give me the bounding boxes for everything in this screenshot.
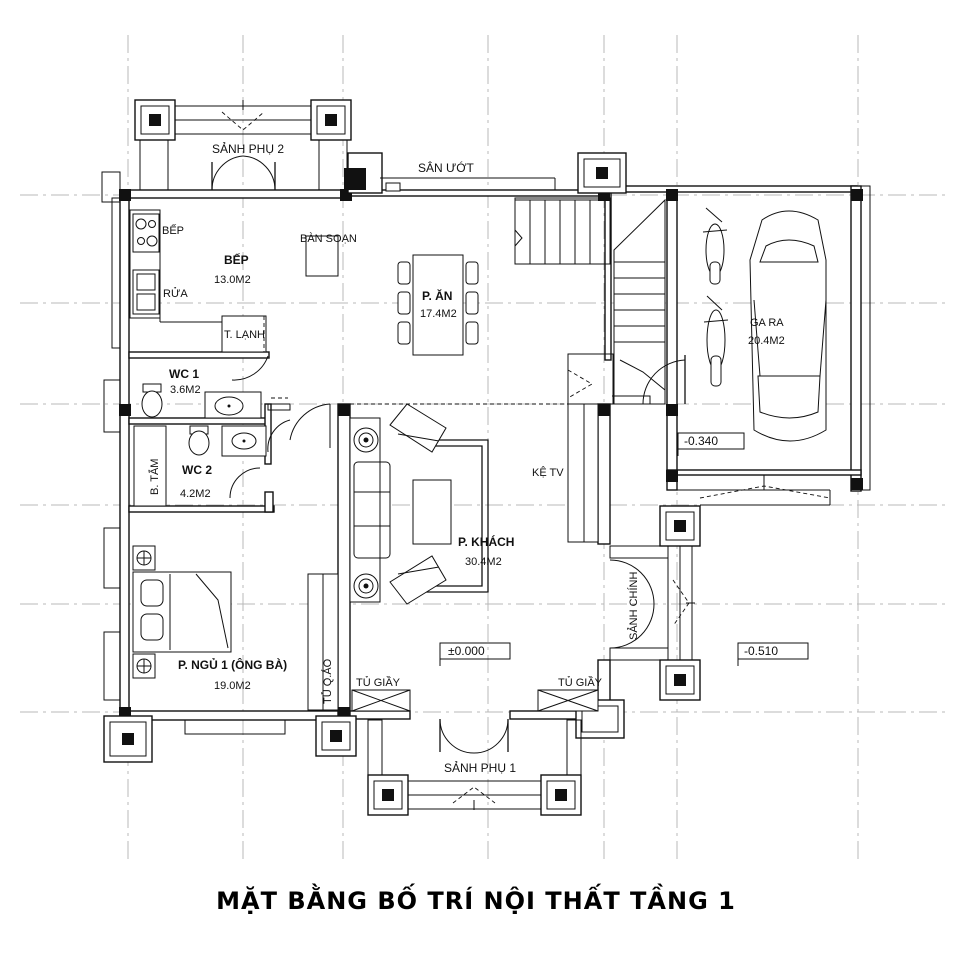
label-p-ngu-area: 19.0M2 <box>214 680 251 692</box>
label-rua: RỬA <box>163 287 188 300</box>
label-sanh-phu-2: SẢNH PHỤ 2 <box>212 141 284 156</box>
pillar-sanh1-right <box>540 774 582 816</box>
level-outside-text: -0.510 <box>744 644 778 658</box>
pillar-top-mid <box>310 99 352 141</box>
label-tu-giay-left: TỦ GIẦY <box>356 676 401 689</box>
dining-furniture <box>305 235 479 356</box>
label-bep-fixture: BẾP <box>162 224 184 237</box>
label-wc2-area: 4.2M2 <box>180 488 211 500</box>
porch-sanh-chinh <box>609 545 695 661</box>
pillar-sanh-chinh-bottom <box>659 659 701 701</box>
living-furniture <box>349 403 599 605</box>
label-tu-quan-ao: TỦ Q.ÁO <box>321 658 334 704</box>
level-marker-gara: -0.340 <box>677 432 745 456</box>
level-marker-floor: ±0.000 <box>439 642 511 666</box>
label-sanh-chinh: SẢNH CHÍNH <box>627 571 640 640</box>
pillar-stair <box>577 152 627 194</box>
porch-sanh-phu-1 <box>367 718 582 810</box>
label-sanh-phu-1: SẢNH PHỤ 1 <box>444 760 516 775</box>
pillar-bottom-mid <box>315 715 357 757</box>
drawing-title: MẶT BẰNG BỐ TRÍ NỘI THẤT TẦNG 1 <box>216 882 736 915</box>
west-windows <box>101 171 286 735</box>
kitchen-fixtures <box>129 209 267 353</box>
staircase <box>514 197 686 405</box>
motorbike-2-icon <box>703 295 729 387</box>
label-bep: BẾP <box>224 252 249 267</box>
label-tu-giay-right: TỦ GIẦY <box>558 676 603 689</box>
label-ban-soan: BÀN SOẠN <box>300 232 357 245</box>
label-wc1: WC 1 <box>169 367 199 381</box>
pillar-bottom-left <box>103 715 153 763</box>
porch-san-uot <box>344 152 556 194</box>
shoe-cabinets <box>351 689 599 712</box>
walls <box>119 185 862 721</box>
label-p-khach-area: 30.4M2 <box>465 556 502 568</box>
pillar-top-left <box>134 99 176 141</box>
label-wc2: WC 2 <box>182 463 212 477</box>
level-floor-text: ±0.000 <box>448 644 485 658</box>
label-wc1-area: 3.6M2 <box>170 384 201 396</box>
label-b-tam: B. TẮM <box>148 459 161 495</box>
car-icon <box>749 210 827 442</box>
level-gara-text: -0.340 <box>684 434 718 448</box>
label-bep-area: 13.0M2 <box>214 274 251 286</box>
wc2-fixtures <box>133 355 331 507</box>
lamp-bottom-icon <box>353 573 379 599</box>
porch-sanh-phu-2 <box>139 100 348 191</box>
label-san-uot: SÂN ƯỚT <box>418 160 475 175</box>
motorbike-1-icon <box>702 207 728 285</box>
label-ke-tv: KỆ TV <box>532 466 564 479</box>
label-p-an: P. ĂN <box>422 288 452 303</box>
room-labels: SẢNH PHỤ 2 SÂN ƯỚT BẾP BẾP 13.0M2 RỬA T.… <box>148 141 785 775</box>
label-gara: GA RA <box>750 317 784 329</box>
garage-entry <box>677 185 871 506</box>
wc1-fixtures <box>141 383 291 419</box>
garage-vehicles <box>702 207 827 442</box>
lamp-top-icon <box>353 427 379 453</box>
label-p-ngu: P. NGỦ 1 (ÔNG BÀ) <box>178 657 287 672</box>
label-gara-area: 20.4M2 <box>748 335 785 347</box>
label-t-lanh: T. LẠNH <box>224 329 265 341</box>
bedroom-furniture <box>132 545 339 711</box>
pillar-sanh1-left <box>367 774 409 816</box>
pillar-sanh-chinh-top <box>659 505 701 547</box>
label-p-khach: P. KHÁCH <box>458 534 514 549</box>
level-marker-outside: -0.510 <box>737 642 809 666</box>
label-p-an-area: 17.4M2 <box>420 308 457 320</box>
